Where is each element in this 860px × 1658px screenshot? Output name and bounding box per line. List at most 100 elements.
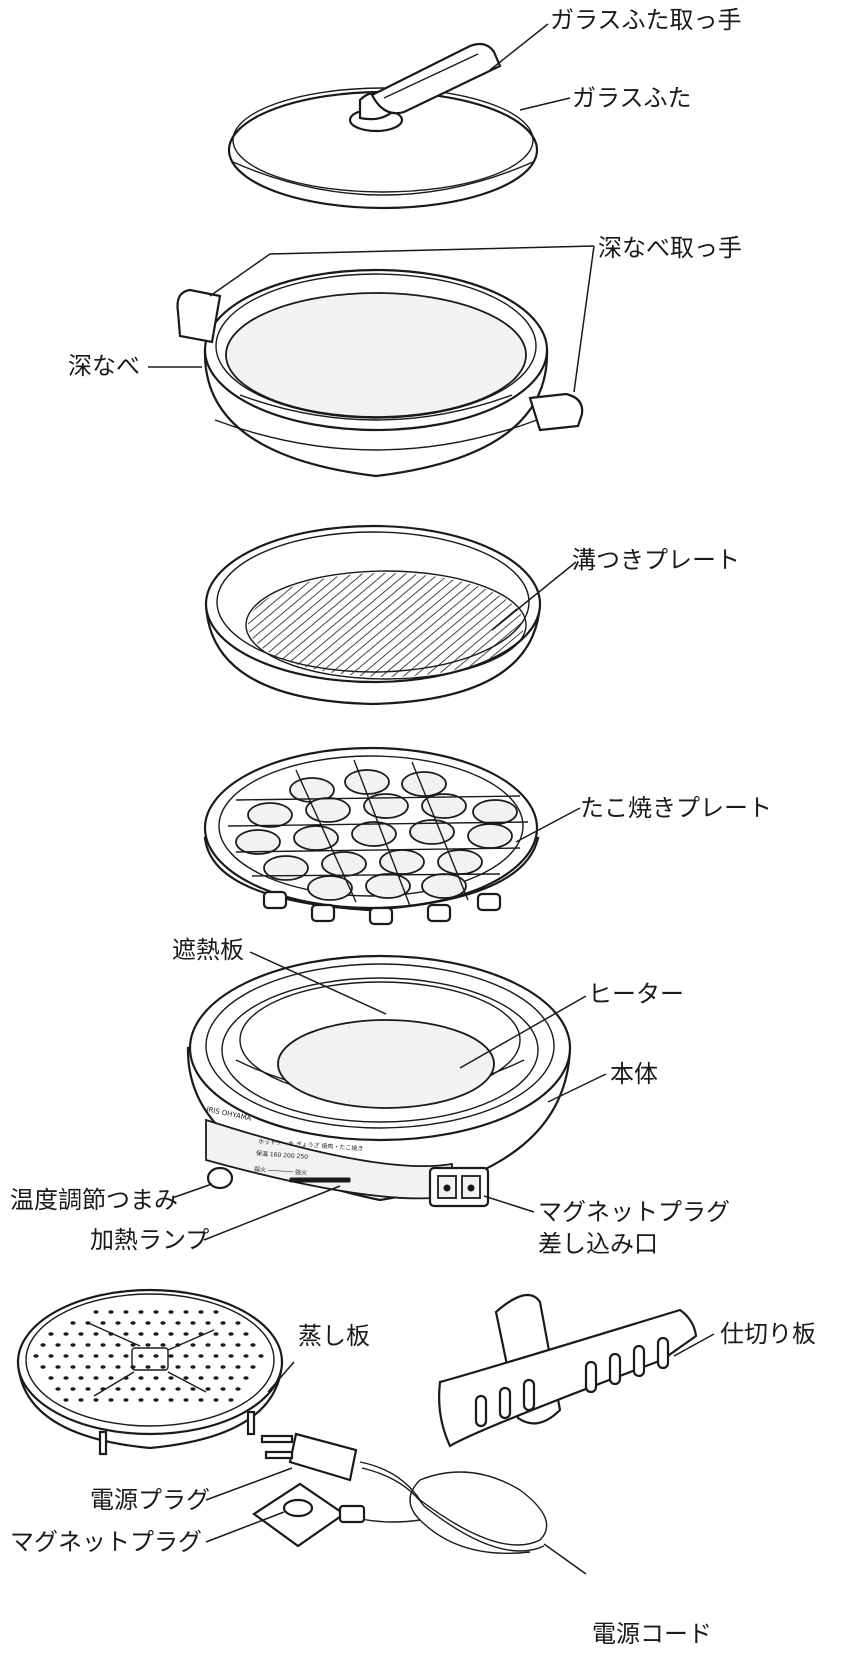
magnet-plug-socket bbox=[428, 1166, 490, 1208]
steam-hole bbox=[85, 1365, 91, 1369]
steam-hole bbox=[123, 1354, 129, 1358]
steam-hole bbox=[70, 1343, 76, 1347]
steam-hole bbox=[100, 1321, 106, 1325]
steam-hole bbox=[48, 1376, 54, 1380]
steam-hole bbox=[153, 1310, 159, 1314]
steam-hole bbox=[138, 1376, 144, 1380]
steam-hole bbox=[198, 1354, 204, 1358]
steam-hole bbox=[63, 1376, 69, 1380]
label-power-cord: 電源コード bbox=[592, 1620, 712, 1648]
steam-hole bbox=[70, 1387, 76, 1391]
steam-hole bbox=[160, 1343, 166, 1347]
steam-hole bbox=[115, 1387, 121, 1391]
steam-hole bbox=[40, 1343, 46, 1347]
steam-hole bbox=[123, 1310, 129, 1314]
steam-hole bbox=[235, 1387, 241, 1391]
steam-hole bbox=[198, 1398, 204, 1402]
divider bbox=[438, 1293, 698, 1448]
steam-hole bbox=[145, 1321, 151, 1325]
takoyaki-grid bbox=[227, 759, 529, 907]
steam-hole bbox=[220, 1365, 226, 1369]
glass-lid-handle bbox=[348, 42, 502, 133]
steam-hole bbox=[93, 1332, 99, 1336]
steam-hole bbox=[250, 1365, 256, 1369]
steam-hole bbox=[213, 1310, 219, 1314]
steam-hole bbox=[220, 1321, 226, 1325]
takoyaki-plate bbox=[203, 746, 540, 926]
label-deep-pot-handles: 深なべ取っ手 bbox=[598, 234, 742, 262]
steam-hole bbox=[48, 1332, 54, 1336]
steam-hole bbox=[228, 1398, 234, 1402]
steam-hole bbox=[168, 1354, 174, 1358]
steam-hole bbox=[198, 1310, 204, 1314]
steam-hole bbox=[250, 1343, 256, 1347]
magnet-plug bbox=[252, 1482, 366, 1548]
deep-pot-handle-left bbox=[176, 288, 222, 344]
steam-hole bbox=[78, 1354, 84, 1358]
label-glass-lid: ガラスふた bbox=[572, 84, 692, 112]
steam-hole bbox=[63, 1354, 69, 1358]
steam-hole bbox=[235, 1365, 241, 1369]
label-heater: ヒーター bbox=[588, 980, 684, 1008]
steam-hole bbox=[205, 1343, 211, 1347]
power-cord bbox=[339, 1461, 548, 1555]
steam-hole bbox=[55, 1365, 61, 1369]
steam-hole bbox=[175, 1365, 181, 1369]
label-power-plug: 電源プラグ bbox=[90, 1486, 210, 1514]
label-divider: 仕切り板 bbox=[720, 1320, 816, 1348]
steam-hole bbox=[63, 1398, 69, 1402]
grooved-plate bbox=[204, 524, 542, 706]
label-heat-shield: 遮熱板 bbox=[172, 936, 244, 964]
steam-hole bbox=[108, 1376, 114, 1380]
label-main-body: 本体 bbox=[610, 1060, 658, 1088]
steam-hole bbox=[138, 1332, 144, 1336]
steam-hole bbox=[183, 1310, 189, 1314]
steam-hole bbox=[228, 1376, 234, 1380]
steam-hole bbox=[55, 1343, 61, 1347]
steam-hole bbox=[63, 1332, 69, 1336]
steam-hole bbox=[48, 1354, 54, 1358]
label-magnet-plug: マグネットプラグ bbox=[10, 1528, 202, 1556]
steam-hole bbox=[213, 1332, 219, 1336]
steam-hole bbox=[190, 1365, 196, 1369]
steam-hole bbox=[190, 1321, 196, 1325]
label-deep-pot: 深なべ bbox=[68, 352, 140, 380]
steam-hole bbox=[40, 1365, 46, 1369]
label-magnet-plug-socket-2: 差し込み口 bbox=[538, 1230, 658, 1258]
steam-hole bbox=[115, 1343, 121, 1347]
label-temp-knob: 温度調節つまみ bbox=[10, 1186, 178, 1214]
steam-hole bbox=[190, 1343, 196, 1347]
steam-hole bbox=[85, 1387, 91, 1391]
label-magnet-plug-socket-1: マグネットプラグ bbox=[538, 1198, 730, 1226]
temp-control-knob bbox=[206, 1166, 234, 1190]
steam-hole bbox=[145, 1343, 151, 1347]
divider-slots bbox=[474, 1336, 670, 1428]
steam-hole bbox=[130, 1365, 136, 1369]
deep-pot bbox=[203, 268, 549, 478]
steam-hole bbox=[243, 1332, 249, 1336]
steam-hole bbox=[228, 1354, 234, 1358]
power-plug bbox=[260, 1432, 358, 1482]
steam-hole bbox=[205, 1365, 211, 1369]
steam-hole bbox=[123, 1332, 129, 1336]
steam-hole bbox=[235, 1343, 241, 1347]
steam-hole bbox=[228, 1332, 234, 1336]
takoyaki-wells bbox=[235, 769, 518, 901]
steam-hole bbox=[93, 1376, 99, 1380]
steam-hole bbox=[213, 1354, 219, 1358]
steam-hole bbox=[183, 1376, 189, 1380]
steam-hole bbox=[168, 1332, 174, 1336]
steam-hole bbox=[145, 1365, 151, 1369]
heating-lamp bbox=[289, 1177, 351, 1183]
label-grooved-plate: 溝つきプレート bbox=[572, 546, 740, 574]
steam-hole bbox=[205, 1321, 211, 1325]
label-glass-lid-handle: ガラスふた取っ手 bbox=[550, 6, 742, 34]
steam-hole bbox=[213, 1376, 219, 1380]
steam-hole bbox=[168, 1376, 174, 1380]
steam-hole bbox=[70, 1321, 76, 1325]
steam-hole bbox=[258, 1354, 264, 1358]
steam-hole bbox=[175, 1321, 181, 1325]
steam-hole bbox=[55, 1387, 61, 1391]
steam-hole bbox=[138, 1310, 144, 1314]
